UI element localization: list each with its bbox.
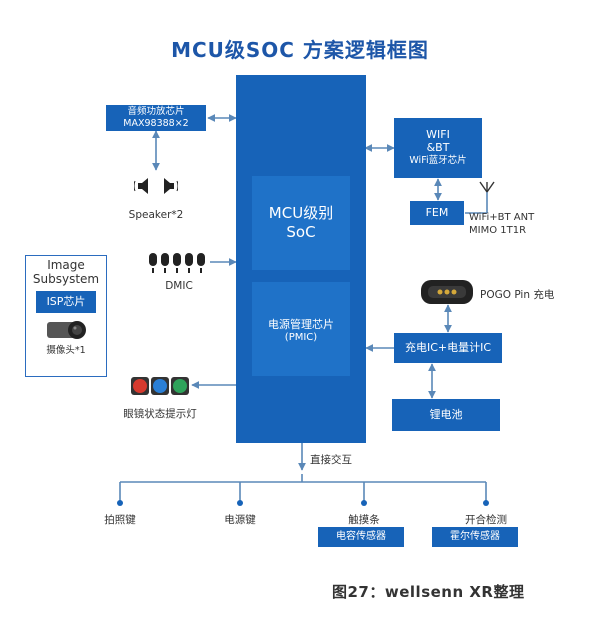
- charge-ic-box: 充电IC+电量计IC: [394, 333, 502, 363]
- mcu-line2: SoC: [286, 223, 316, 241]
- mcu-line1: MCU级别: [268, 204, 334, 222]
- image-subsystem-box: Image Subsystem ISP芯片 摄像头*1: [25, 255, 107, 377]
- touch-bar-label: 触摸条: [348, 514, 380, 526]
- cap-sensor-box: 电容传感器: [318, 527, 404, 547]
- speaker-icon: [133, 176, 179, 196]
- antenna-icon: [479, 181, 495, 193]
- audio-chip-line1: 音频功放芯片: [127, 106, 185, 117]
- audio-chip-box: 音频功放芯片 MAX98388×2: [106, 105, 206, 131]
- dmic-icon: [146, 251, 212, 275]
- wifi-line1: WIFI: [426, 128, 450, 141]
- battery-box: 锂电池: [392, 399, 500, 431]
- led-icon: [130, 375, 190, 397]
- isp-chip: ISP芯片: [36, 291, 96, 313]
- direct-label: 直接交互: [310, 454, 352, 466]
- fem-box: FEM: [410, 201, 464, 225]
- image-subsystem-title-line2: Subsystem: [32, 272, 100, 286]
- led-label: 眼镜状态提示灯: [123, 408, 197, 420]
- antenna-line1: WiFi+BT ANT: [469, 212, 535, 223]
- antenna-label: WiFi+BT ANT MIMO 1T1R: [469, 211, 549, 237]
- pmic-block: 电源管理芯片 (PMIC): [252, 282, 350, 376]
- power-key-label: 电源键: [224, 514, 256, 526]
- antenna-line2: MIMO 1T1R: [469, 225, 527, 236]
- page-title: MCU级SOC 方案逻辑框图: [171, 38, 429, 62]
- pmic-line2: (PMIC): [284, 332, 318, 343]
- wifi-line3: WiFi蓝牙芯片: [409, 155, 467, 166]
- camera-label: 摄像头*1: [46, 345, 86, 356]
- photo-key-label: 拍照键: [104, 514, 136, 526]
- camera-icon: [45, 318, 87, 342]
- pogo-label: POGO Pin 充电: [480, 289, 555, 301]
- open-detect-label: 开合检测: [465, 514, 507, 526]
- mcu-block: MCU级别 SoC: [252, 176, 350, 270]
- speaker-label: Speaker*2: [128, 209, 184, 221]
- figure-caption: 图27：wellsenn XR整理: [332, 583, 525, 601]
- wifi-chip-box: WIFI &BT WiFi蓝牙芯片: [394, 118, 482, 178]
- hall-sensor-box: 霍尔传感器: [432, 527, 518, 547]
- image-subsystem-title-line1: Image: [47, 258, 85, 272]
- wifi-line2: &BT: [426, 141, 450, 154]
- dmic-label: DMIC: [165, 280, 193, 292]
- pogo-icon: [420, 279, 474, 305]
- audio-chip-line2: MAX98388×2: [123, 118, 189, 129]
- pmic-line1: 电源管理芯片: [268, 318, 334, 331]
